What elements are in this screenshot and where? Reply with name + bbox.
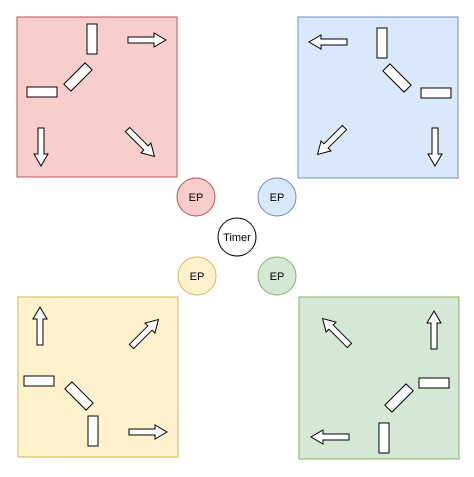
bar-horizontal-signal — [26, 86, 58, 98]
bar-vertical-signal — [87, 415, 99, 447]
quadrant-blue-signals — [308, 27, 452, 167]
ep-label: EP — [270, 271, 285, 283]
ep-circle — [176, 177, 216, 217]
bar-vertical-signal — [376, 27, 388, 59]
ep-node-blue: EP — [257, 177, 297, 217]
ep-label: EP — [189, 192, 204, 204]
bar-diagonal-signal — [384, 383, 414, 413]
ep-node-red: EP — [176, 177, 216, 217]
bar-horizontal-signal — [418, 377, 450, 389]
quadrant-green-signals — [310, 310, 450, 454]
quadrant-yellow-signals — [23, 306, 168, 447]
bar-diagonal-signal — [382, 63, 412, 93]
bar-vertical-signal — [86, 23, 98, 55]
ep-label: EP — [270, 192, 285, 204]
quadrant-red-signals — [26, 23, 167, 167]
ep-node-green: EP — [257, 256, 297, 296]
timer-label: Timer — [223, 232, 251, 244]
bar-vertical-signal — [378, 422, 390, 454]
ep-circle — [177, 256, 217, 296]
bar-horizontal-signal — [23, 375, 55, 387]
bar-diagonal-signal — [63, 62, 93, 92]
ep-circle — [257, 177, 297, 217]
ep-circle — [257, 256, 297, 296]
ep-label: EP — [190, 271, 205, 283]
bar-diagonal-signal — [64, 381, 94, 411]
timer-circle — [217, 217, 257, 257]
timer-node: Timer — [217, 217, 257, 257]
ep-node-yellow: EP — [177, 256, 217, 296]
bar-horizontal-signal — [420, 87, 452, 99]
